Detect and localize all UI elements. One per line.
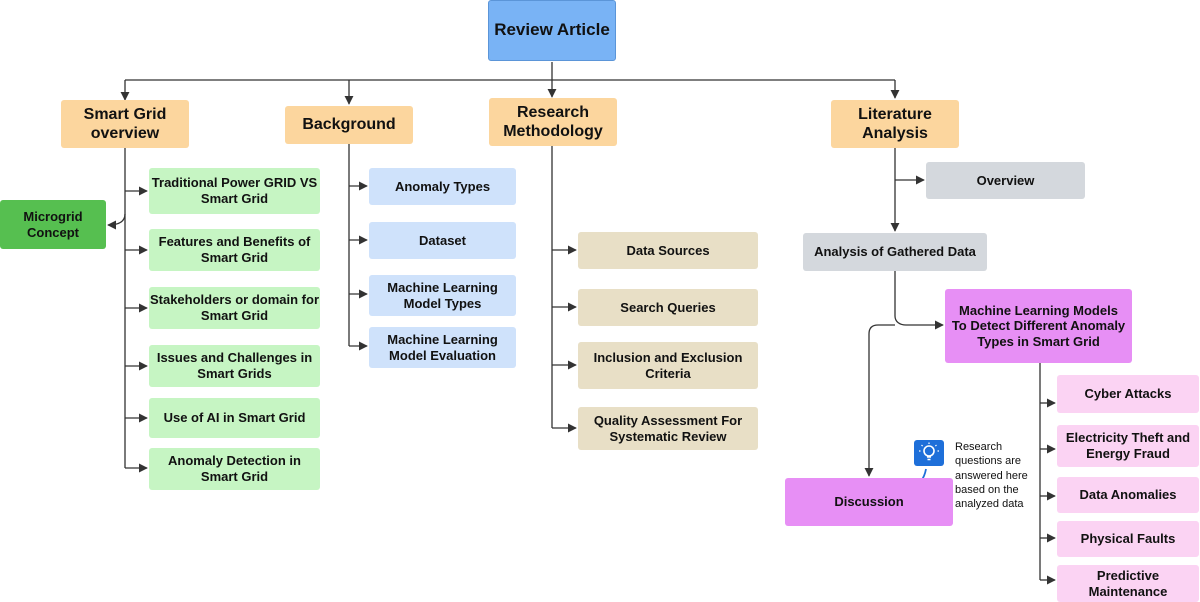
anomaly-type-item: Cyber Attacks xyxy=(1057,375,1199,413)
smart-grid-item: Features and Benefits of Smart Grid xyxy=(149,229,320,271)
discussion-note: Research questions are answered here bas… xyxy=(955,441,1028,511)
smart-grid-item: Traditional Power GRID VS Smart Grid xyxy=(149,168,320,214)
methodology-item: Search Queries xyxy=(578,289,758,326)
methodology-item: Quality Assessment For Systematic Review xyxy=(578,407,758,450)
smart-grid-item: Anomaly Detection in Smart Grid xyxy=(149,448,320,490)
background-item: Anomaly Types xyxy=(369,168,516,205)
smart-grid-item: Issues and Challenges in Smart Grids xyxy=(149,345,320,387)
discussion-node: Discussion xyxy=(785,478,953,526)
anomaly-type-item: Electricity Theft and Energy Fraud xyxy=(1057,425,1199,467)
smart-grid-overview-node: Smart Grid overview xyxy=(61,100,189,148)
methodology-item: Inclusion and Exclusion Criteria xyxy=(578,342,758,389)
background-item: Dataset xyxy=(369,222,516,259)
lightbulb-icon xyxy=(914,440,944,466)
smart-grid-item: Use of AI in Smart Grid xyxy=(149,398,320,438)
anomaly-type-item: Physical Faults xyxy=(1057,521,1199,557)
anomaly-type-item: Predictive Maintenance xyxy=(1057,565,1199,602)
methodology-item: Data Sources xyxy=(578,232,758,269)
anomaly-type-item: Data Anomalies xyxy=(1057,477,1199,513)
overview-node: Overview xyxy=(926,162,1085,199)
background-item: Machine Learning Model Evaluation xyxy=(369,327,516,368)
analysis-of-gathered-data-node: Analysis of Gathered Data xyxy=(803,233,987,271)
background-node: Background xyxy=(285,106,413,144)
microgrid-concept-node: Microgrid Concept xyxy=(0,200,106,249)
review-article-node: Review Article xyxy=(488,0,616,61)
literature-analysis-node: Literature Analysis xyxy=(831,100,959,148)
background-item: Machine Learning Model Types xyxy=(369,275,516,316)
research-methodology-node: Research Methodology xyxy=(489,98,617,146)
smart-grid-item: Stakeholders or domain for Smart Grid xyxy=(149,287,320,329)
ml-models-node: Machine Learning Models To Detect Differ… xyxy=(945,289,1132,363)
